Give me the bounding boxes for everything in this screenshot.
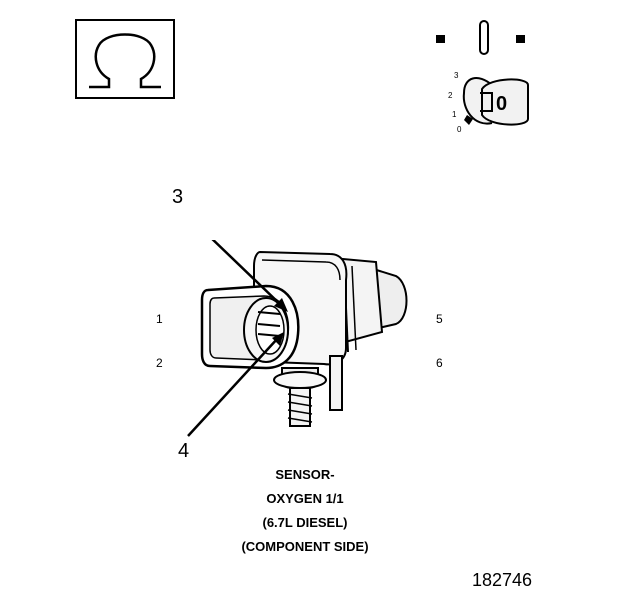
key-letter: 0: [496, 93, 508, 115]
pin-label-2: 2: [156, 356, 163, 370]
caption-line-3: (6.7L DIESEL): [262, 515, 348, 530]
key-position-1: 1: [452, 110, 457, 119]
ohm-icon: [89, 33, 161, 89]
callout-4: 4: [178, 440, 190, 462]
figure-id: 182746: [472, 570, 533, 590]
oxygen-sensor-connector-drawing: [187, 240, 408, 437]
pin-label-5: 5: [436, 312, 443, 326]
pin-label-6: 6: [436, 356, 443, 370]
ignition-key-symbol: 3 2 1 0 0: [420, 15, 560, 140]
key-position-3: 3: [454, 71, 459, 80]
component-caption: SENSOR- OXYGEN 1/1 (6.7L DIESEL) (COMPON…: [170, 463, 440, 559]
ohmmeter-symbol-box: [75, 19, 175, 99]
callout-3: 3: [172, 186, 184, 208]
caption-line-2: OXYGEN 1/1: [266, 491, 344, 506]
caption-line-4: (COMPONENT SIDE): [241, 539, 369, 554]
key-position-2: 2: [448, 91, 453, 100]
pin-label-1: 1: [156, 312, 163, 326]
ignition-key-icon: [436, 20, 529, 126]
key-position-0: 0: [457, 125, 462, 134]
caption-line-1: SENSOR-: [275, 467, 335, 482]
